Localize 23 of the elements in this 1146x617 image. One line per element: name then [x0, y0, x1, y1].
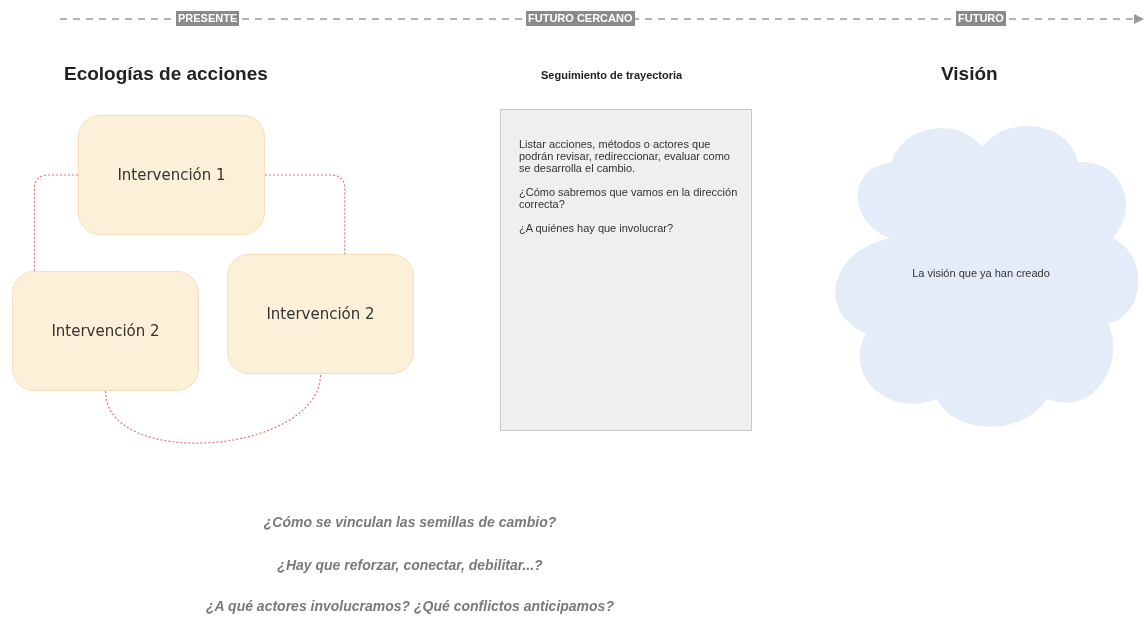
section-heading: Seguimiento de trayectoria [541, 69, 683, 81]
intervention-card [12, 271, 199, 391]
guiding-question: ¿Hay que reforzar, conectar, debilitar...? [276, 557, 544, 573]
card-text: Intervención 2 [266, 305, 375, 323]
connector-line [104, 373, 322, 444]
note-text: ¿Cómo sabremos que vamos en la dirección correcta? [519, 186, 739, 210]
card-text: Intervención 2 [51, 322, 160, 340]
card-text: Intervención 1 [117, 166, 226, 184]
section-heading: Ecologías de acciones [64, 63, 268, 85]
guiding-question: ¿A qué actores involucramos? ¿Qué conflictos anticipamos? [205, 598, 615, 614]
section-heading: Visión [941, 63, 998, 85]
connector-line [264, 174, 346, 255]
note-text: ¿A quiénes hay que involucrar? [519, 222, 675, 234]
intervention-card [227, 254, 414, 374]
connector-line [33, 174, 79, 272]
timeline-tag: FUTURO CERCANO [526, 11, 635, 26]
note-card [500, 109, 752, 431]
note-text: Listar acciones, métodos o actores que podrán revisar, redireccionar, evaluar como se desarrolla el cambio. [519, 138, 731, 174]
intervention-card [78, 115, 265, 235]
guiding-question: ¿Cómo se vinculan las semillas de cambio? [262, 514, 558, 530]
timeline-tag: FUTURO [956, 11, 1006, 26]
cloud-text: La visión que ya han creado [912, 267, 1050, 279]
timeline-tag: PRESENTE [176, 11, 240, 26]
